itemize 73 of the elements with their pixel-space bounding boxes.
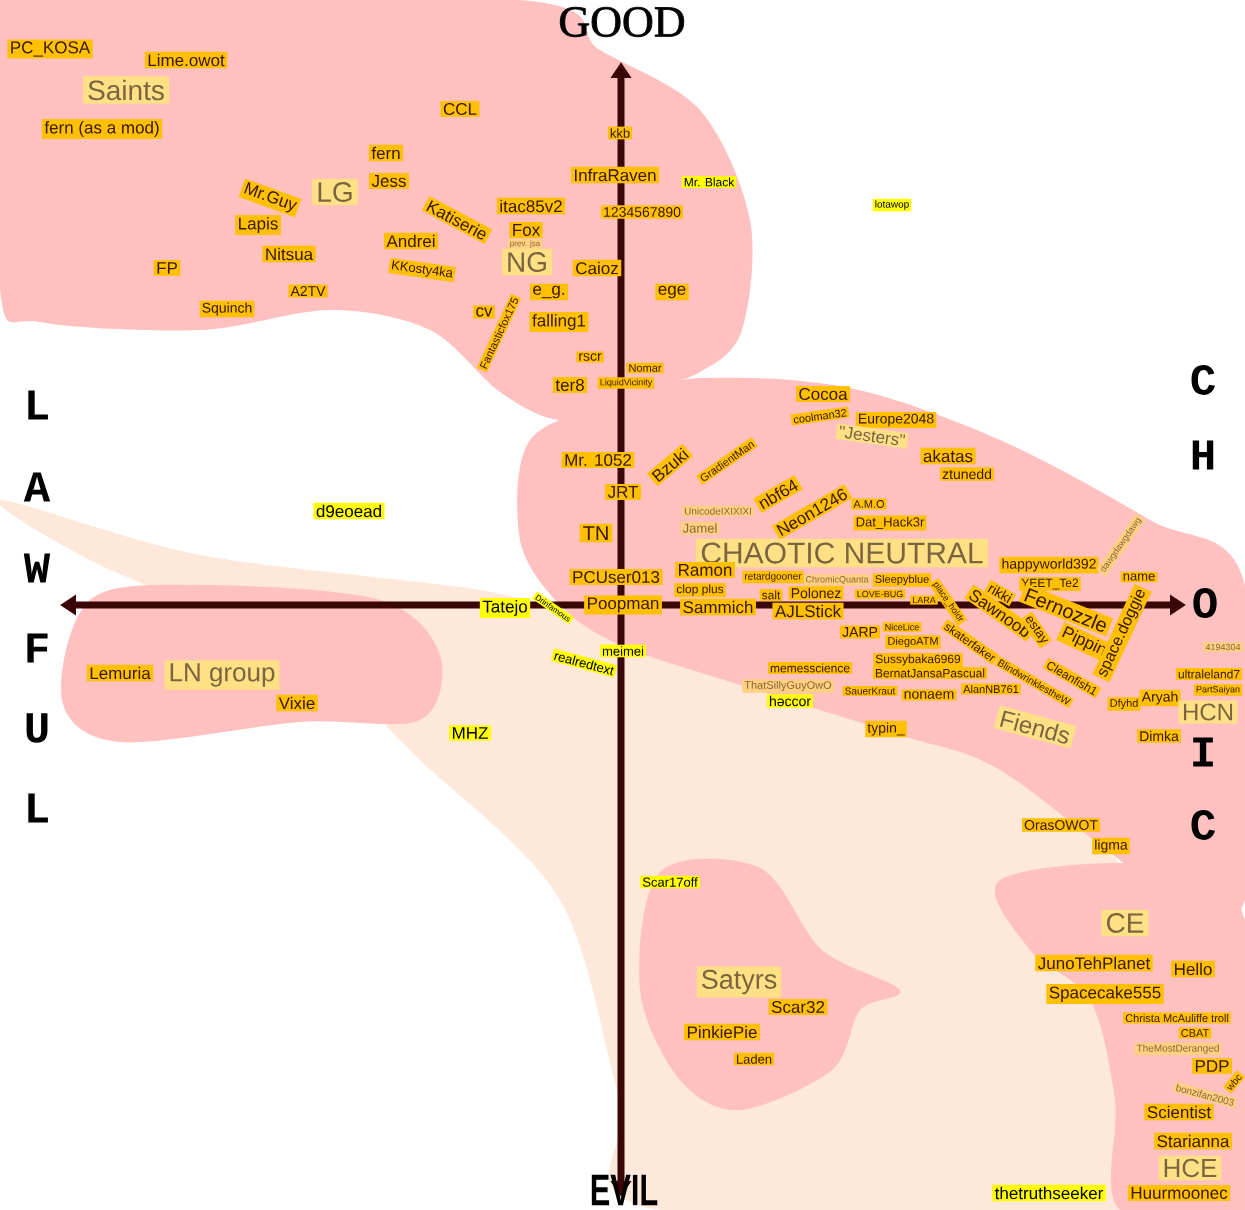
name-label: MHZ bbox=[449, 725, 491, 741]
name-label: falling1 bbox=[529, 312, 589, 332]
name-label: OrasOWOT bbox=[1021, 818, 1101, 832]
name-label: SauerKraut bbox=[842, 685, 898, 697]
name-label: Dat_Hack3r bbox=[853, 515, 927, 531]
name-label: memesscience bbox=[768, 662, 852, 674]
region-label: Fiends bbox=[993, 705, 1077, 749]
name-label: Spacecake555 bbox=[1046, 984, 1164, 1004]
axis-letter: A bbox=[23, 472, 51, 502]
axis-letter: U bbox=[26, 713, 48, 743]
name-label: NiceLice bbox=[882, 622, 922, 632]
axis-letter: F bbox=[27, 633, 48, 663]
name-label: 4194304 bbox=[1203, 642, 1243, 652]
axis-letter: H bbox=[1192, 440, 1214, 470]
name-label: Sleepyblue bbox=[872, 573, 932, 587]
name-label: LiquidVicinity bbox=[597, 377, 655, 389]
name-label: Poopman bbox=[584, 595, 662, 615]
name-label: Huurmoonec bbox=[1127, 1185, 1231, 1201]
name-label: PC_KOSA bbox=[7, 39, 93, 59]
name-label: fern (as a mod) bbox=[41, 119, 163, 139]
name-label: d9eoead bbox=[313, 502, 385, 520]
name-label: Fox bbox=[509, 222, 543, 238]
name-label: Dimka bbox=[1137, 729, 1181, 743]
region-label: Saints bbox=[82, 76, 170, 104]
name-label: PDP bbox=[1192, 1058, 1232, 1074]
region-label: HCN bbox=[1178, 700, 1238, 724]
region-label: LG bbox=[312, 178, 358, 206]
name-label: YEET_Te2 bbox=[1019, 577, 1081, 591]
name-label: A2TV bbox=[288, 284, 328, 298]
axis-letter: L bbox=[28, 390, 48, 420]
name-label: Lapis bbox=[235, 215, 281, 235]
name-label: LOVE-BUG bbox=[854, 589, 906, 599]
name-label: FP bbox=[153, 260, 181, 276]
region-label: LN group bbox=[164, 660, 280, 690]
axis-letter: C bbox=[1191, 810, 1215, 840]
name-label: KKosty4ka bbox=[388, 257, 456, 283]
name-label: ChromicQuanta bbox=[803, 574, 871, 586]
name-label: Mr. Black bbox=[681, 176, 737, 188]
name-label: rscr bbox=[576, 351, 604, 363]
name-label: Tatejo bbox=[479, 598, 531, 618]
name-label: prev. jsa bbox=[507, 238, 543, 250]
name-label: DiegoATM bbox=[885, 635, 941, 649]
name-label: ultraleland7 bbox=[1176, 668, 1243, 680]
axis-letter: W bbox=[23, 553, 51, 583]
name-label: JRT bbox=[605, 484, 641, 500]
region-label: CE bbox=[1101, 909, 1149, 937]
name-label: nonaem bbox=[901, 689, 957, 701]
name-label: Ramon bbox=[675, 562, 735, 578]
name-label: coolman32 bbox=[790, 406, 850, 426]
region-label: Satyrs bbox=[696, 966, 782, 998]
name-label: Nomar bbox=[626, 362, 664, 374]
axis-label: EVIL bbox=[591, 1174, 658, 1206]
name-label: Polonez bbox=[788, 586, 844, 600]
name-label: Dfyhd bbox=[1107, 697, 1141, 711]
name-label: UnicodeIXIXIXI bbox=[682, 505, 754, 517]
axis-letter: I bbox=[1193, 737, 1213, 767]
axis-letter: C bbox=[1191, 365, 1215, 395]
name-label: name bbox=[1120, 571, 1158, 583]
name-label: A.M.O bbox=[851, 498, 887, 510]
name-label: Christa McAuliffe troll bbox=[1123, 1012, 1231, 1024]
name-label: PartSaiyan bbox=[1194, 684, 1242, 696]
name-label: ztunedd bbox=[940, 467, 994, 481]
name-label: 1234567890 bbox=[601, 205, 684, 219]
name-label: BernatJansaPascual bbox=[872, 667, 988, 679]
name-label: CBAT bbox=[1178, 1027, 1212, 1039]
axis-letter: L bbox=[28, 793, 48, 823]
name-label: Jess bbox=[369, 173, 409, 189]
name-label: lotawop bbox=[872, 198, 912, 212]
name-label: ThatSillyGuyOwO bbox=[742, 679, 834, 693]
name-label: həccor bbox=[766, 694, 814, 708]
name-label: salt bbox=[759, 589, 783, 601]
name-label: JARP bbox=[840, 625, 880, 639]
axis-letter: O bbox=[1193, 588, 1217, 618]
